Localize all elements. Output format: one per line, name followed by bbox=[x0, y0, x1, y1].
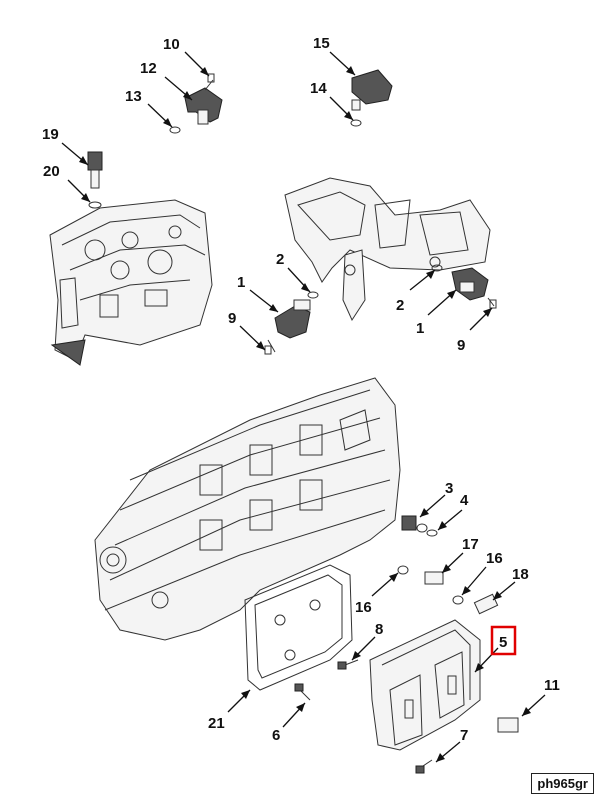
figure-code: ph965gr bbox=[531, 773, 594, 794]
callout-7: 7 bbox=[460, 727, 468, 744]
engine-head-section bbox=[49, 199, 213, 366]
callout-9-left: 9 bbox=[228, 310, 236, 327]
callout-2-right: 2 bbox=[396, 297, 404, 314]
sensor-12 bbox=[184, 73, 223, 125]
bolt-7 bbox=[415, 759, 433, 774]
callout-2-left: 2 bbox=[276, 251, 284, 268]
leader-lines bbox=[61, 51, 546, 763]
callout-11: 11 bbox=[544, 677, 560, 694]
ecm-module-5 bbox=[369, 619, 481, 751]
callout-19: 19 bbox=[42, 126, 59, 143]
connector-17 bbox=[397, 565, 499, 615]
gasket-21 bbox=[244, 564, 353, 691]
engine-block bbox=[94, 377, 401, 641]
callout-17: 17 bbox=[462, 536, 479, 553]
sensor-19 bbox=[87, 151, 103, 209]
callout-8: 8 bbox=[375, 621, 383, 638]
plate-11 bbox=[497, 717, 519, 733]
callout-9-right: 9 bbox=[457, 337, 465, 354]
o-ring-13 bbox=[169, 126, 181, 134]
callout-1-right: 1 bbox=[416, 320, 424, 337]
sensor-3 bbox=[401, 515, 438, 537]
callout-16-left: 16 bbox=[355, 599, 372, 616]
callout-3: 3 bbox=[445, 480, 453, 497]
callout-6: 6 bbox=[272, 727, 280, 744]
callout-5-highlight-box bbox=[490, 625, 517, 656]
callout-4: 4 bbox=[460, 492, 469, 509]
callout-1-left: 1 bbox=[237, 274, 245, 291]
callout-21: 21 bbox=[208, 715, 225, 732]
callout-13: 13 bbox=[125, 88, 142, 105]
callout-16-right: 16 bbox=[486, 550, 503, 567]
callout-18: 18 bbox=[512, 566, 529, 583]
sensor-1-right bbox=[431, 264, 497, 309]
bolt-6 bbox=[294, 683, 311, 701]
sensor-1-left bbox=[264, 291, 319, 355]
callout-12: 12 bbox=[140, 60, 157, 77]
sensor-15 bbox=[350, 69, 393, 127]
callout-20: 20 bbox=[43, 163, 60, 180]
bolt-8 bbox=[337, 659, 359, 670]
callout-14: 14 bbox=[310, 80, 327, 97]
callout-10: 10 bbox=[163, 36, 180, 53]
bracket-section bbox=[284, 177, 491, 322]
callout-5: 5 bbox=[499, 634, 507, 651]
callout-15: 15 bbox=[313, 35, 330, 52]
